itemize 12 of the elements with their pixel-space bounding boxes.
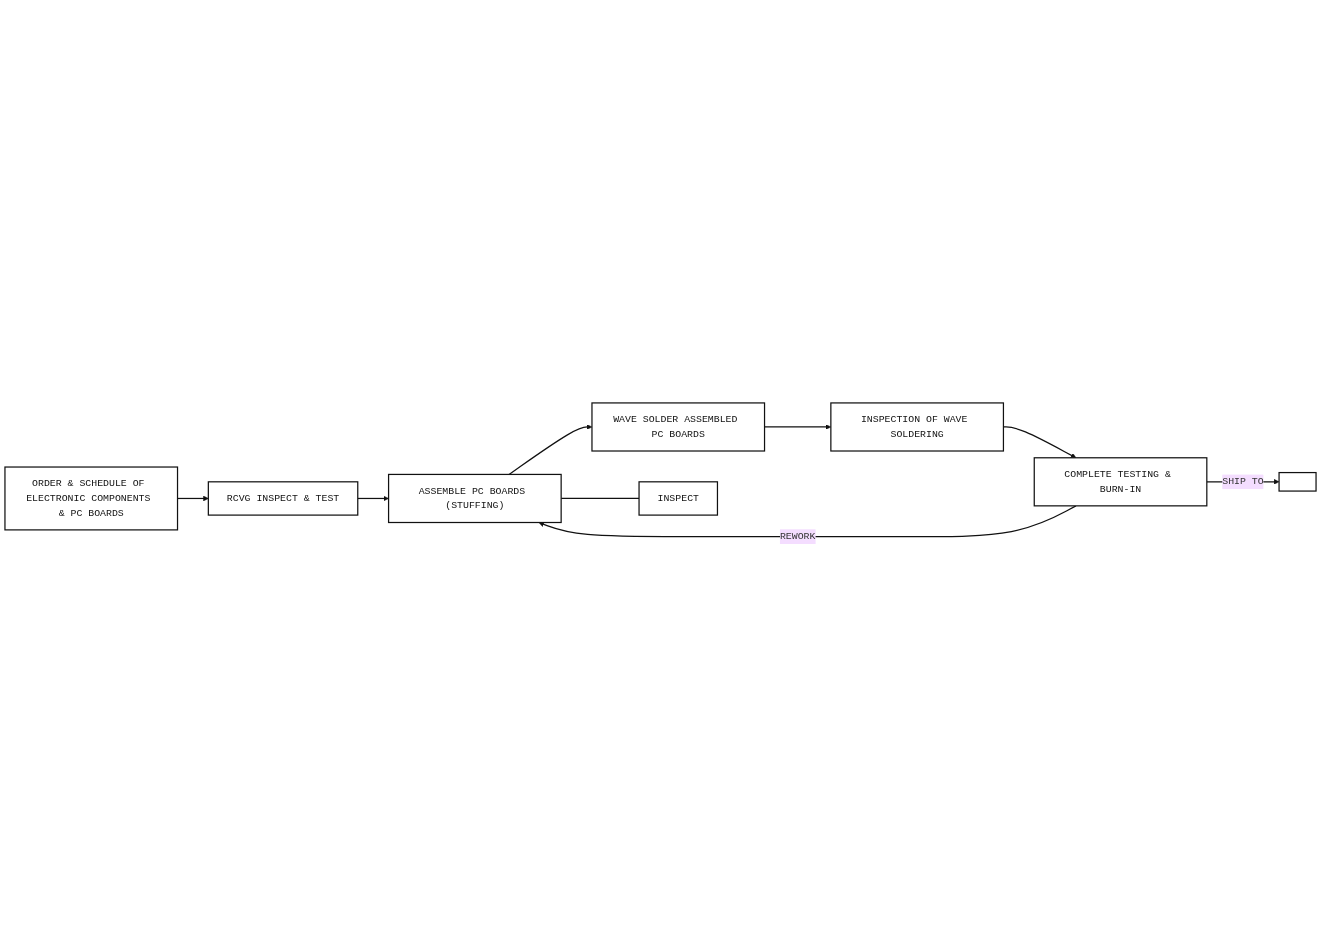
node-box: RCVG INSPECT & TEST (207, 481, 359, 516)
node-box: WAVE SOLDER ASSEMBLED PC BOARDS (591, 402, 766, 452)
arrow (357, 495, 389, 502)
node-box (1278, 471, 1317, 492)
node-box: INSPECTION OF WAVE SOLDERING (830, 402, 1005, 452)
node-box: COMPLETE TESTING & BURN-IN (1033, 457, 1208, 507)
node-box: INSPECT (638, 481, 719, 516)
node-box: ASSEMBLE PC BOARDS (STUFFING) (387, 473, 562, 524)
edge-label: REWORK (779, 531, 816, 543)
arrow (538, 505, 1077, 538)
node-box: ORDER & SCHEDULE OF ELECTRONIC COMPONENTS & PC BOARDS (4, 466, 179, 531)
edge-label: SHIP TO (1222, 476, 1264, 488)
